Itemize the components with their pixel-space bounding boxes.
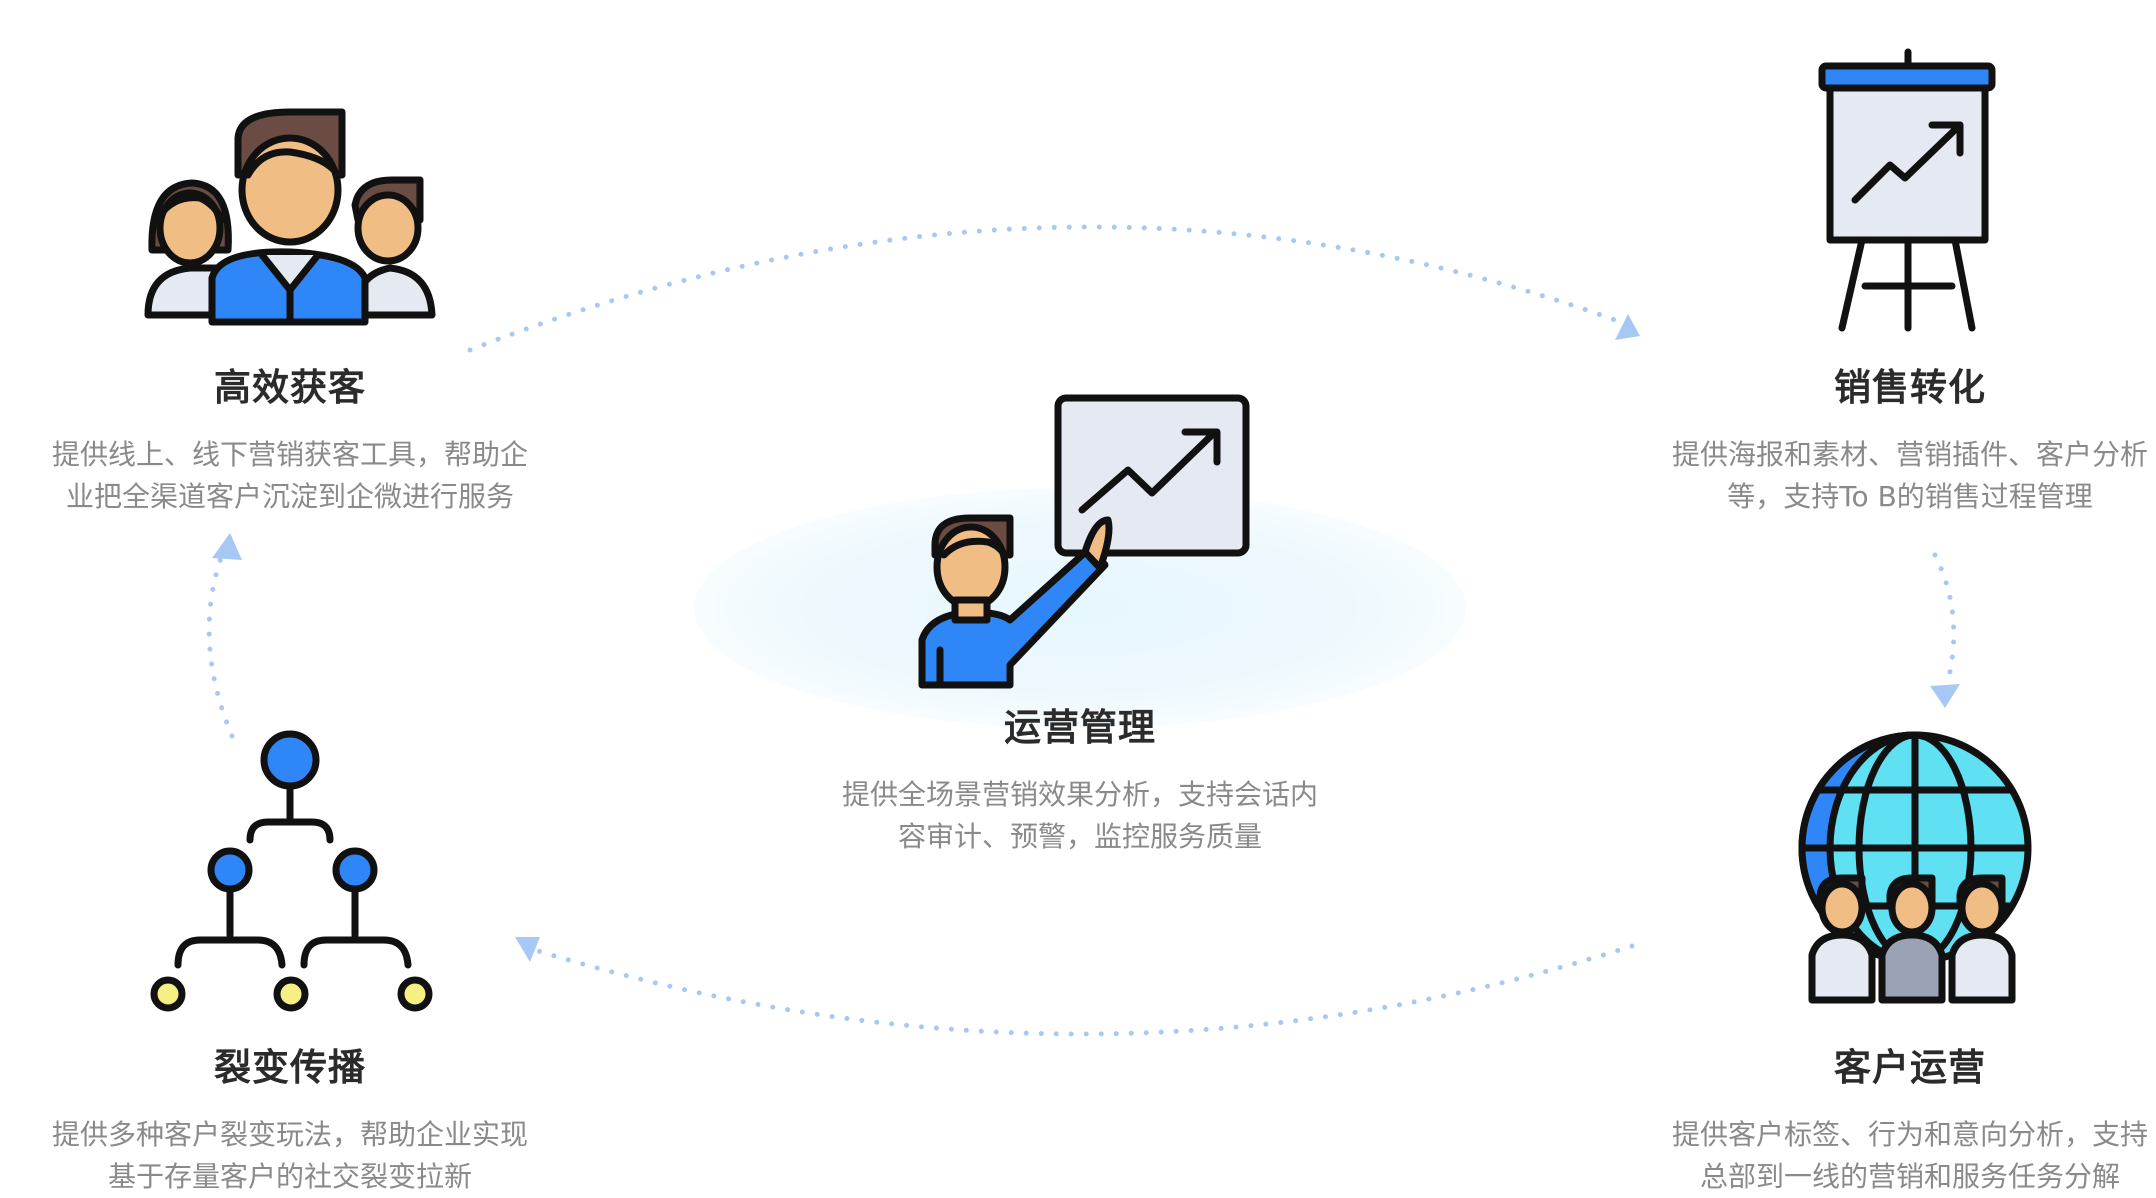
center-desc-line-1: 提供全场景营销效果分析，支持会话内 <box>841 778 1318 811</box>
arrowhead-fission <box>515 937 540 962</box>
node-operation-title: 客户运营 <box>1834 1046 1986 1089</box>
center-operations: 运营管理 提供全场景营销效果分析，支持会话内 容审计、预警，监控服务质量 <box>810 704 1350 858</box>
arrow-operation-to-fission <box>532 943 1635 1037</box>
team-icon <box>144 108 436 326</box>
node-conversion-desc-line-2: 等，支持To B的销售过程管理 <box>1727 480 2093 513</box>
node-conversion-desc-line-1: 提供海报和素材、营销插件、客户分析 <box>1671 438 2148 471</box>
node-conversion-title: 销售转化 <box>1834 366 1986 409</box>
global-customers-icon <box>1798 731 2032 1004</box>
node-acquisition-desc-line-2: 业把全渠道客户沉淀到企微进行服务 <box>65 480 514 513</box>
node-operation-desc: 提供客户标签、行为和意向分析，支持 总部到一线的营销和服务任务分解 <box>1640 1114 2156 1198</box>
arrowhead-acquisition <box>212 533 242 560</box>
growth-board-icon <box>1818 48 1996 332</box>
center-desc-line-2: 容审计、预警，监控服务质量 <box>897 820 1262 853</box>
node-fission-desc: 提供多种客户裂变玩法，帮助企业实现 基于存量客户的社交裂变拉新 <box>20 1114 560 1198</box>
flow-arrows <box>206 224 1957 1037</box>
node-conversion-desc: 提供海报和素材、营销插件、客户分析 等，支持To B的销售过程管理 <box>1640 434 2156 518</box>
node-conversion: 销售转化 提供海报和素材、营销插件、客户分析 等，支持To B的销售过程管理 <box>1640 364 2156 518</box>
node-operation: 客户运营 提供客户标签、行为和意向分析，支持 总部到一线的营销和服务任务分解 <box>1640 1044 2156 1198</box>
presenter-chart-icon <box>918 394 1250 689</box>
node-fission-desc-line-1: 提供多种客户裂变玩法，帮助企业实现 <box>51 1118 528 1151</box>
node-acquisition-desc: 提供线上、线下营销获客工具，帮助企 业把全渠道客户沉淀到企微进行服务 <box>20 434 560 518</box>
arrowhead-operation <box>1930 684 1960 708</box>
node-acquisition: 高效获客 提供线上、线下营销获客工具，帮助企 业把全渠道客户沉淀到企微进行服务 <box>20 364 560 518</box>
node-fission-desc-line-2: 基于存量客户的社交裂变拉新 <box>107 1160 472 1193</box>
center-desc: 提供全场景营销效果分析，支持会话内 容审计、预警，监控服务质量 <box>810 774 1350 858</box>
center-title: 运营管理 <box>1004 706 1156 749</box>
network-tree-icon <box>150 730 433 1012</box>
node-acquisition-desc-line-1: 提供线上、线下营销获客工具，帮助企 <box>51 438 528 471</box>
arrow-fission-to-acquisition <box>206 552 235 739</box>
center-glow-ellipse <box>694 488 1466 728</box>
arrow-acquisition-to-conversion <box>467 224 1618 353</box>
arrow-conversion-to-operation <box>1932 552 1957 688</box>
node-fission: 裂变传播 提供多种客户裂变玩法，帮助企业实现 基于存量客户的社交裂变拉新 <box>20 1044 560 1198</box>
arrowhead-conversion <box>1615 314 1640 340</box>
node-fission-title: 裂变传播 <box>214 1046 366 1089</box>
node-operation-desc-line-2: 总部到一线的营销和服务任务分解 <box>1699 1160 2120 1193</box>
node-acquisition-title: 高效获客 <box>214 366 366 409</box>
node-operation-desc-line-1: 提供客户标签、行为和意向分析，支持 <box>1671 1118 2148 1151</box>
